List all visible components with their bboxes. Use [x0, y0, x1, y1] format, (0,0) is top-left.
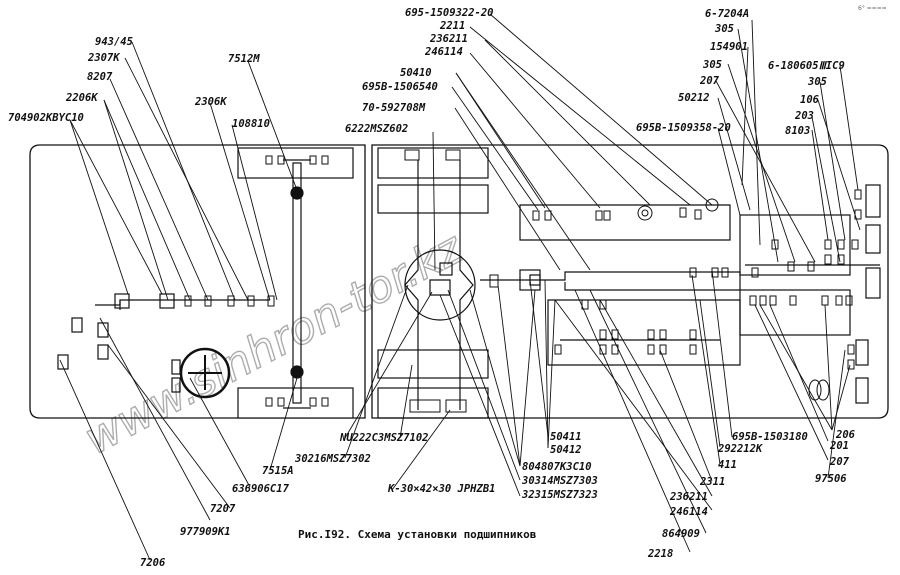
label-k30: K-30×42×30 JPHZB1 — [387, 483, 495, 495]
label-305-b: 305 — [702, 59, 722, 71]
label-292212k: 292212K — [717, 443, 764, 455]
label-207-r: 207 — [829, 456, 850, 468]
label-246114-top: 246114 — [424, 46, 463, 58]
label-695b-1509358: 695B-1509358-20 — [636, 122, 731, 134]
label-50212: 50212 — [678, 92, 710, 104]
label-154901: 154901 — [710, 41, 748, 53]
label-106: 106 — [800, 94, 819, 106]
center-drivetrain — [377, 147, 881, 419]
label-6222: 6222MSZ602 — [345, 123, 408, 135]
label-236211-top: 236211 — [429, 33, 468, 45]
label-32315: 32315MSZ7323 — [521, 489, 598, 501]
label-2211: 2211 — [439, 20, 465, 32]
watermark: www.sinhron-tor.kz — [76, 222, 471, 464]
label-695b-1503180: 695B-1503180 — [732, 431, 808, 443]
label-7512m: 7512M — [228, 53, 260, 65]
front-axle — [57, 147, 354, 419]
label-nu222: NU222C3MSZ7102 — [339, 432, 429, 444]
label-977909: 977909K1 — [180, 526, 231, 538]
label-864909: 864909 — [662, 528, 700, 540]
label-943-45: 943/45 — [95, 36, 133, 48]
label-2206k: 2206K — [65, 92, 99, 104]
label-206: 206 — [835, 429, 855, 441]
label-7206: 7206 — [140, 557, 165, 569]
label-8103: 8103 — [785, 125, 810, 137]
part-labels: 943/45 2307K 8207 2206K 704902KBYC10 751… — [8, 7, 855, 569]
label-2311: 2311 — [699, 476, 725, 488]
figure-caption: Рис.I92. Схема установки подшипников — [298, 528, 536, 541]
label-804807: 804807K3C10 — [522, 461, 592, 473]
label-305-c: 305 — [807, 76, 827, 88]
label-6-7204a: 6-7204A — [705, 8, 749, 20]
leader-lines — [59, 13, 861, 561]
label-201: 201 — [829, 440, 849, 452]
label-2306k: 2306K — [194, 96, 228, 108]
label-236211-bot: 236211 — [669, 491, 708, 503]
label-50411: 50411 — [550, 431, 582, 443]
label-97506: 97506 — [815, 473, 847, 485]
label-30314: 30314MSZ7303 — [521, 475, 598, 487]
bearing-symbols — [404, 149, 862, 413]
label-695b-1506540: 695B-1506540 — [362, 81, 438, 93]
label-2218: 2218 — [647, 548, 673, 560]
label-6-180605: 6-180605ⅢIC9 — [768, 60, 845, 72]
corner-mark: 6° ==== — [858, 5, 887, 12]
label-636906: 636906C17 — [232, 483, 290, 495]
chassis-frame — [29, 144, 889, 419]
label-7207: 7207 — [210, 503, 236, 515]
label-108810: 108810 — [232, 118, 270, 130]
label-70-592708m: 70-592708M — [362, 102, 426, 114]
label-246114-bot: 246114 — [669, 506, 708, 518]
label-30216: 30216MSZ7302 — [294, 453, 371, 465]
label-207-top: 207 — [699, 75, 720, 87]
label-695-1509322: 695-1509322-20 — [405, 7, 494, 19]
label-2307k: 2307K — [87, 52, 121, 64]
label-7515a: 7515A — [262, 465, 294, 477]
label-203: 203 — [794, 110, 814, 122]
label-50410: 50410 — [400, 67, 432, 79]
label-305-a: 305 — [714, 23, 734, 35]
label-50412: 50412 — [550, 444, 582, 456]
label-8207: 8207 — [87, 71, 113, 83]
label-704902: 704902KBYC10 — [8, 112, 84, 124]
label-411: 411 — [718, 459, 737, 471]
